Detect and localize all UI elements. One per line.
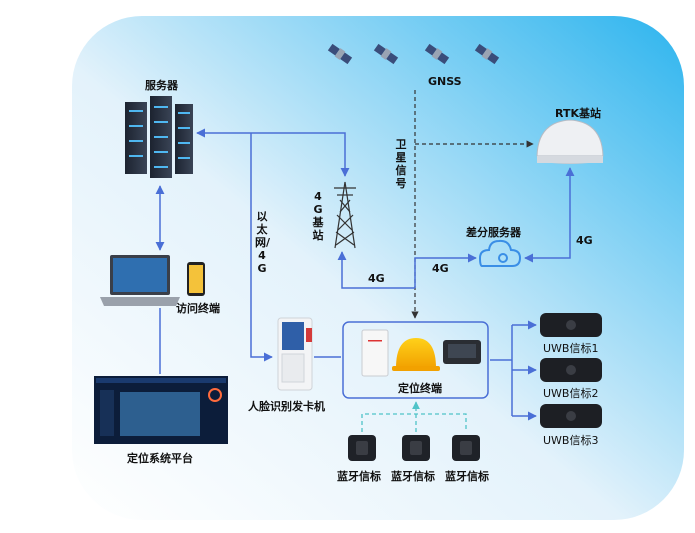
positioning-terminal-label: 定位终端 bbox=[398, 382, 442, 395]
uwb-beacon-3-label: UWB信标3 bbox=[543, 434, 599, 447]
server-to-tower-line bbox=[196, 128, 350, 177]
uwb-beacon-icon bbox=[540, 313, 602, 337]
bluetooth-beacon-icon bbox=[348, 435, 376, 461]
bluetooth-beacon-icon bbox=[452, 435, 480, 461]
bt-beacon-2-label: 蓝牙信标 bbox=[391, 470, 435, 483]
tracker-device-icon bbox=[443, 340, 481, 364]
positioning-terminal-box bbox=[342, 321, 489, 399]
uwb-beacon-icon bbox=[540, 358, 602, 382]
uwb-beacon-1-label: UWB信标1 bbox=[543, 342, 599, 355]
laptop-icon bbox=[100, 255, 180, 306]
rtk-station-label: RTK基站 bbox=[555, 107, 602, 120]
face-card-machine-label: 人脸识别发卡机 bbox=[248, 400, 325, 413]
bt-beacon-3-label: 蓝牙信标 bbox=[445, 470, 489, 483]
ethernet-line bbox=[250, 133, 273, 362]
cell-tower-icon bbox=[334, 181, 356, 249]
server-rack-icon bbox=[125, 96, 193, 178]
diff-server-label: 差分服务器 bbox=[466, 226, 521, 239]
kiosk-icon bbox=[277, 317, 313, 391]
gnss-label: GNSS bbox=[428, 75, 462, 88]
base-4g-label: 4G基站 bbox=[312, 190, 324, 242]
satellite-signal-label: 卫星信号 bbox=[395, 138, 407, 190]
satellite-icon bbox=[474, 43, 500, 65]
satellite-icon bbox=[373, 43, 399, 65]
tower-to-terminal-line bbox=[337, 251, 415, 289]
link-4g-right-label: 4G bbox=[576, 234, 593, 247]
uwb-beacon-2-label: UWB信标2 bbox=[543, 387, 599, 400]
positioning-platform-label: 定位系统平台 bbox=[127, 452, 193, 465]
ethernet-4g-label: 以太网/4G bbox=[255, 210, 271, 275]
bt-beacon-1-label: 蓝牙信标 bbox=[337, 470, 381, 483]
uwb-beacon-icon bbox=[540, 404, 602, 428]
link-4g-mid-label: 4G bbox=[432, 262, 449, 275]
phone-icon bbox=[187, 262, 205, 296]
access-terminal-label: 访问终端 bbox=[176, 302, 220, 315]
helmet-icon bbox=[392, 338, 440, 371]
terminal-device-icon bbox=[361, 329, 389, 377]
link-4g-left-label: 4G bbox=[368, 272, 385, 285]
platform-screenshot bbox=[94, 376, 228, 444]
rtk-dome-icon bbox=[536, 119, 604, 164]
server-label: 服务器 bbox=[145, 79, 178, 92]
satellite-icon bbox=[424, 43, 450, 65]
diffserver-to-rtk-line bbox=[524, 167, 575, 263]
bluetooth-bus-line bbox=[361, 413, 467, 432]
bluetooth-beacon-icon bbox=[402, 435, 430, 461]
terminal-to-diffserver-line bbox=[414, 253, 477, 288]
satellite-icon bbox=[327, 43, 353, 65]
cloud-icon bbox=[478, 239, 522, 267]
